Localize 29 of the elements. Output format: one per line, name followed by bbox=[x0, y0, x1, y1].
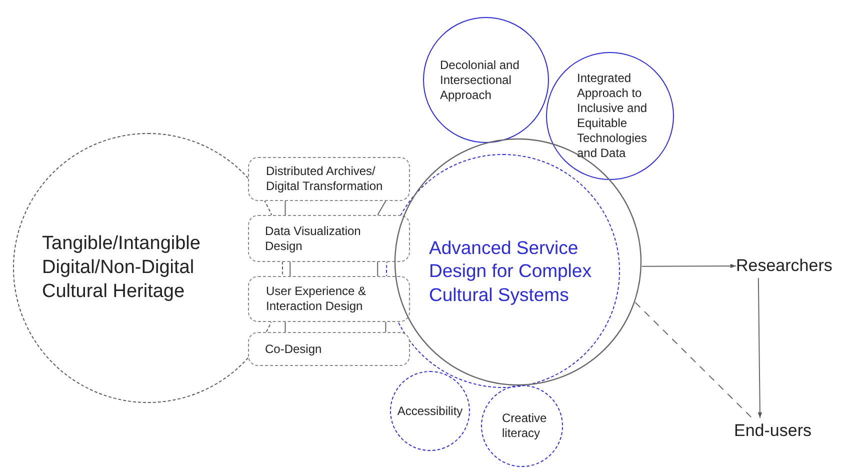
node-text: User Experience & Interaction Design bbox=[266, 284, 368, 314]
connector-line bbox=[377, 262, 378, 276]
connector-line bbox=[284, 200, 286, 216]
node-text: Integrated Approach to Inclusive and Equitable Technologies and Data bbox=[577, 71, 648, 161]
dashed-circle bbox=[481, 385, 563, 467]
dashed-box bbox=[248, 215, 410, 262]
node-text: Accessibility bbox=[397, 404, 463, 418]
connector-line bbox=[290, 262, 291, 276]
connector-line bbox=[377, 200, 386, 216]
arrow bbox=[758, 278, 762, 418]
node-text: Distributed Archives/ Digital Transformation bbox=[266, 164, 384, 194]
node-text: Decolonial and Intersectional Approach bbox=[440, 58, 520, 102]
connector-line bbox=[634, 302, 752, 418]
connector-line bbox=[284, 322, 286, 332]
outlined-circle bbox=[546, 52, 674, 180]
dashed-box bbox=[248, 332, 410, 366]
arrow bbox=[641, 264, 736, 268]
outlined-circle bbox=[423, 17, 549, 143]
dashed-box bbox=[248, 157, 410, 201]
node-text: Advanced Service Design for Complex Cultural Systems bbox=[429, 236, 592, 306]
dashed-box bbox=[248, 276, 410, 322]
node-text: Co-Design bbox=[265, 342, 322, 356]
connector-line bbox=[385, 322, 386, 332]
node-text: Tangible/Intangible Digital/Non-Digital Cultural Heritage bbox=[42, 232, 202, 304]
node-text: End-users bbox=[734, 420, 812, 442]
dashed-circle bbox=[390, 371, 470, 451]
node-text: Researchers bbox=[736, 255, 832, 277]
node-text: Creative literacy bbox=[502, 411, 548, 441]
node-text: Data Visualization Design bbox=[265, 224, 362, 254]
